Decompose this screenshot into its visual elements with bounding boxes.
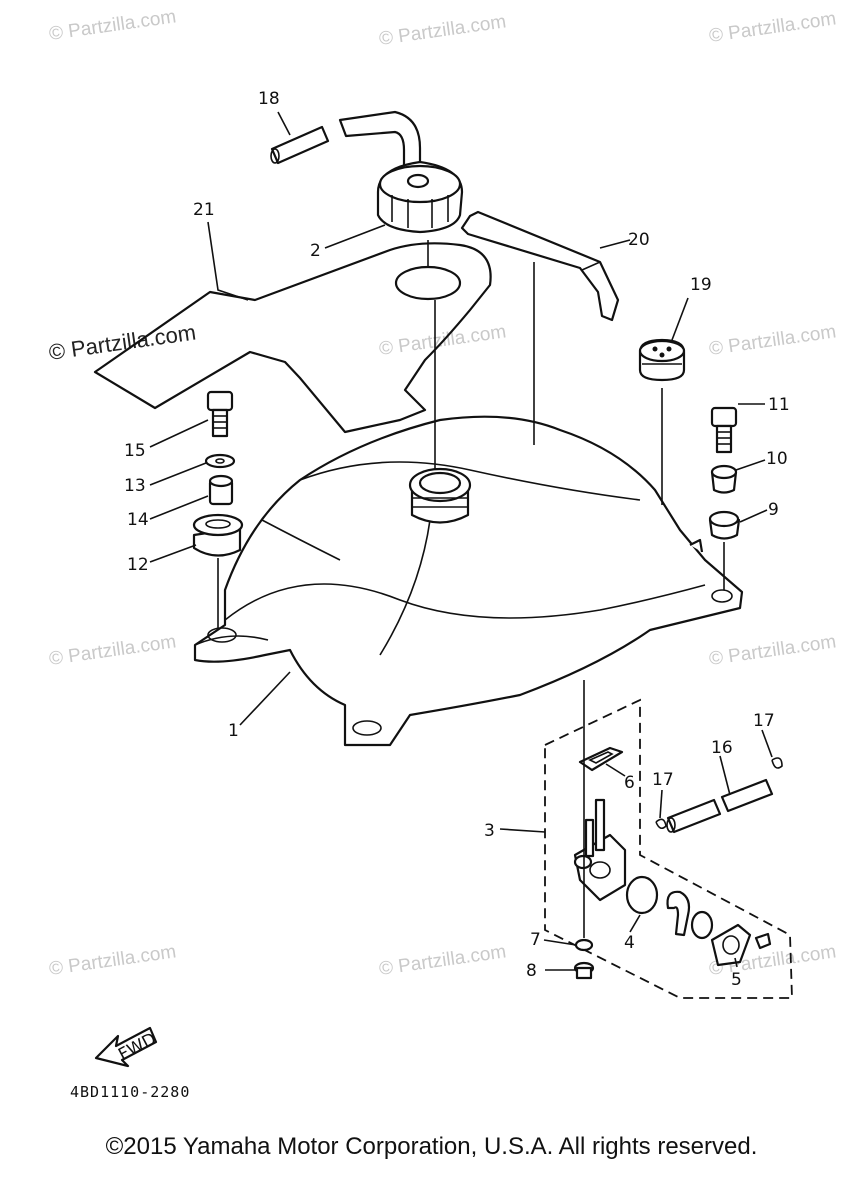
callout-11: 11 [768,395,790,415]
callout-5: 5 [731,970,742,990]
callout-3: 3 [484,821,495,841]
leader-lines [149,111,773,971]
watermark-featured: © Partzilla.com [47,320,197,365]
watermark: © Partzilla.com [378,941,508,980]
part-13-washer [204,453,236,469]
callout-9: 9 [768,500,779,520]
fwd-arrow: FWD [94,1026,160,1068]
callout-6: 6 [624,773,635,793]
part-14-collar [208,474,234,506]
fuel-tank-exploded-diagram: © Partzilla.com © Partzilla.com © Partzi… [47,6,838,1101]
part-9-damper [708,510,741,540]
part-15-bolt [206,390,234,438]
part-6-gasket [578,746,624,772]
callout-4: 4 [624,933,635,953]
callout-16: 16 [711,738,733,758]
diagram-code: 4BD1110-2280 [70,1083,190,1101]
part-12-damper [192,513,244,557]
callout-10: 10 [766,449,788,469]
callout-19: 19 [690,275,712,295]
part-11-bolt [710,406,738,454]
copyright-notice: ©2015 Yamaha Motor Corporation, U.S.A. A… [105,1133,758,1160]
watermark: © Partzilla.com [48,631,178,670]
part-4-o-ring [625,875,659,915]
part-7-washer [574,938,594,952]
part-2-fuel-cap [376,160,464,234]
part-1-fuel-tank [193,415,744,747]
callout-17b: 17 [753,711,775,731]
part-18-breather-hose [270,110,422,172]
part-19-damper [638,338,686,382]
callout-1: 1 [228,721,239,741]
callout-14: 14 [127,510,149,530]
watermark: © Partzilla.com [708,631,838,670]
watermark: © Partzilla.com [48,941,178,980]
part-3-fuel-cock-assembly [544,698,793,999]
part-5-plate [710,923,752,967]
callout-7: 7 [530,930,541,950]
callout-21: 21 [193,200,215,220]
assembly-guide-lines [217,240,725,938]
watermark: © Partzilla.com [378,11,508,50]
callout-12: 12 [127,555,149,575]
part-20-protector-strip [460,210,620,322]
callout-2: 2 [310,241,321,261]
callout-labels: 1 2 3 4 5 6 7 8 9 10 11 12 13 14 15 16 1… [124,89,790,990]
callout-17a: 17 [652,770,674,790]
watermark: © Partzilla.com [48,6,178,45]
part-8-screw [573,961,595,980]
callout-8: 8 [526,961,537,981]
watermark: © Partzilla.com [708,321,838,360]
part-10-collar [710,464,738,494]
callout-20: 20 [628,230,650,250]
callout-15: 15 [124,441,146,461]
callout-13: 13 [124,476,146,496]
watermark: © Partzilla.com [708,8,838,47]
callout-18: 18 [258,89,280,109]
